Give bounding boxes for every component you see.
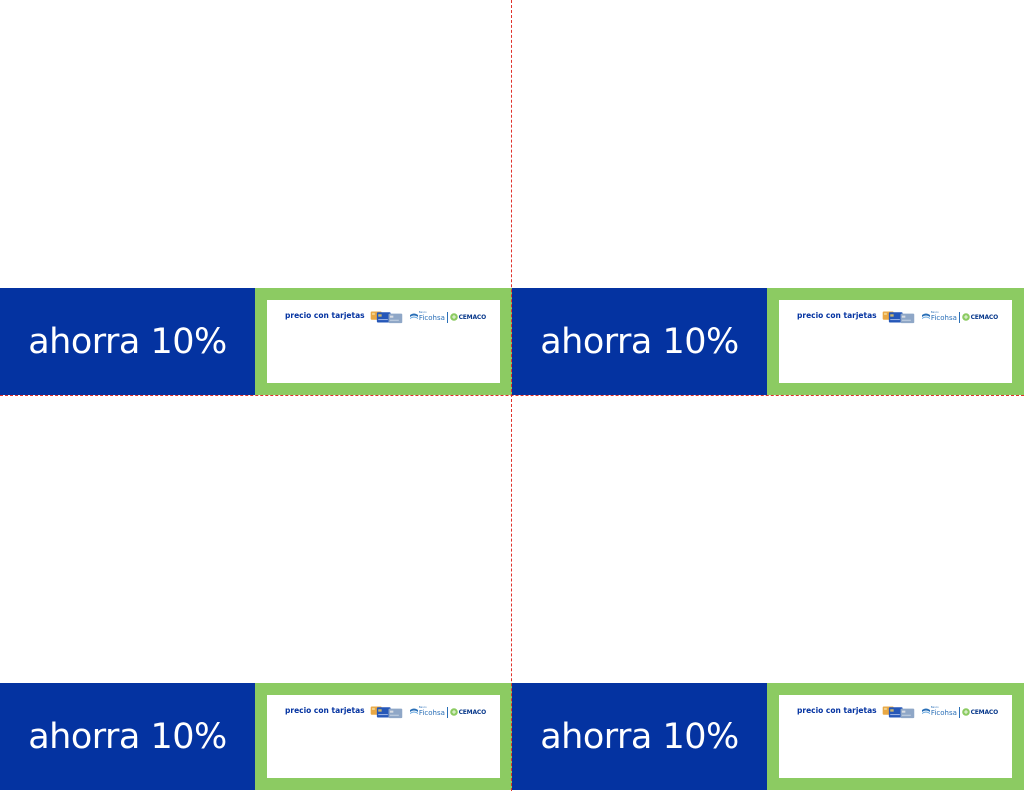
card-label: precio con tarjetas	[797, 705, 877, 715]
credit-cards-icon	[882, 311, 914, 324]
ficohsa-name: Ficohsa	[418, 709, 445, 717]
discount-text: ahorra 10%	[540, 716, 739, 757]
cemaco-logo: CEMACO	[449, 313, 487, 321]
discount-text: ahorra 10%	[540, 321, 739, 362]
cemaco-name: CEMACO	[458, 313, 487, 321]
card-header: precio con tarjetas	[285, 702, 486, 722]
horizontal-cut-guide	[0, 395, 1024, 396]
ficohsa-name: Ficohsa	[418, 314, 445, 322]
price-banner-4: ahorra 10% precio con tarjetas	[512, 683, 1024, 790]
cemaco-logo: CEMACO	[961, 313, 999, 321]
price-frame: precio con tarjetas	[255, 288, 512, 395]
credit-cards-icon	[370, 706, 402, 719]
credit-cards-icon	[882, 706, 914, 719]
price-banner-3: ahorra 10% precio con tarjetas	[0, 683, 512, 790]
price-card: precio con tarjetas	[267, 300, 500, 383]
logo-separator	[958, 311, 960, 323]
card-label: precio con tarjetas	[285, 705, 365, 715]
cemaco-leaf-icon	[449, 708, 458, 716]
card-label: precio con tarjetas	[285, 310, 365, 320]
cemaco-logo: CEMACO	[449, 708, 487, 716]
discount-panel: ahorra 10%	[0, 288, 255, 395]
ficohsa-logo: Banco Ficohsa	[409, 703, 445, 721]
price-frame: precio con tarjetas	[767, 683, 1024, 790]
price-card: precio con tarjetas	[779, 300, 1012, 383]
ficohsa-logo: Banco Ficohsa	[921, 703, 957, 721]
price-frame: precio con tarjetas	[255, 683, 512, 790]
ficohsa-logo-icon	[409, 313, 418, 319]
logo-separator	[446, 311, 448, 323]
ficohsa-logo-icon	[409, 708, 418, 714]
cemaco-leaf-icon	[961, 708, 970, 716]
discount-panel: ahorra 10%	[0, 683, 255, 790]
cemaco-name: CEMACO	[970, 708, 999, 716]
ficohsa-prefix: Banco	[930, 311, 939, 314]
price-card: precio con tarjetas	[779, 695, 1012, 778]
card-header: precio con tarjetas	[285, 307, 486, 327]
ficohsa-logo: Banco Ficohsa	[409, 308, 445, 326]
price-frame: precio con tarjetas	[767, 288, 1024, 395]
price-banner-1: ahorra 10% precio con tarjetas	[0, 288, 512, 395]
ficohsa-prefix: Banco	[930, 706, 939, 709]
card-label: precio con tarjetas	[797, 310, 877, 320]
discount-text: ahorra 10%	[28, 716, 227, 757]
logo-separator	[958, 706, 960, 718]
ficohsa-prefix: Banco	[418, 311, 427, 314]
cemaco-leaf-icon	[961, 313, 970, 321]
price-banner-2: ahorra 10% precio con tarjetas	[512, 288, 1024, 395]
discount-panel: ahorra 10%	[512, 683, 767, 790]
ficohsa-name: Ficohsa	[930, 314, 957, 322]
ficohsa-logo: Banco Ficohsa	[921, 308, 957, 326]
cemaco-logo: CEMACO	[961, 708, 999, 716]
cemaco-leaf-icon	[449, 313, 458, 321]
discount-panel: ahorra 10%	[512, 288, 767, 395]
credit-cards-icon	[370, 311, 402, 324]
ficohsa-name: Ficohsa	[930, 709, 957, 717]
cemaco-name: CEMACO	[458, 708, 487, 716]
card-header: precio con tarjetas	[797, 702, 998, 722]
cemaco-name: CEMACO	[970, 313, 999, 321]
price-card: precio con tarjetas	[267, 695, 500, 778]
card-header: precio con tarjetas	[797, 307, 998, 327]
ficohsa-logo-icon	[921, 313, 930, 319]
logo-separator	[446, 706, 448, 718]
ficohsa-prefix: Banco	[418, 706, 427, 709]
ficohsa-logo-icon	[921, 708, 930, 714]
discount-text: ahorra 10%	[28, 321, 227, 362]
